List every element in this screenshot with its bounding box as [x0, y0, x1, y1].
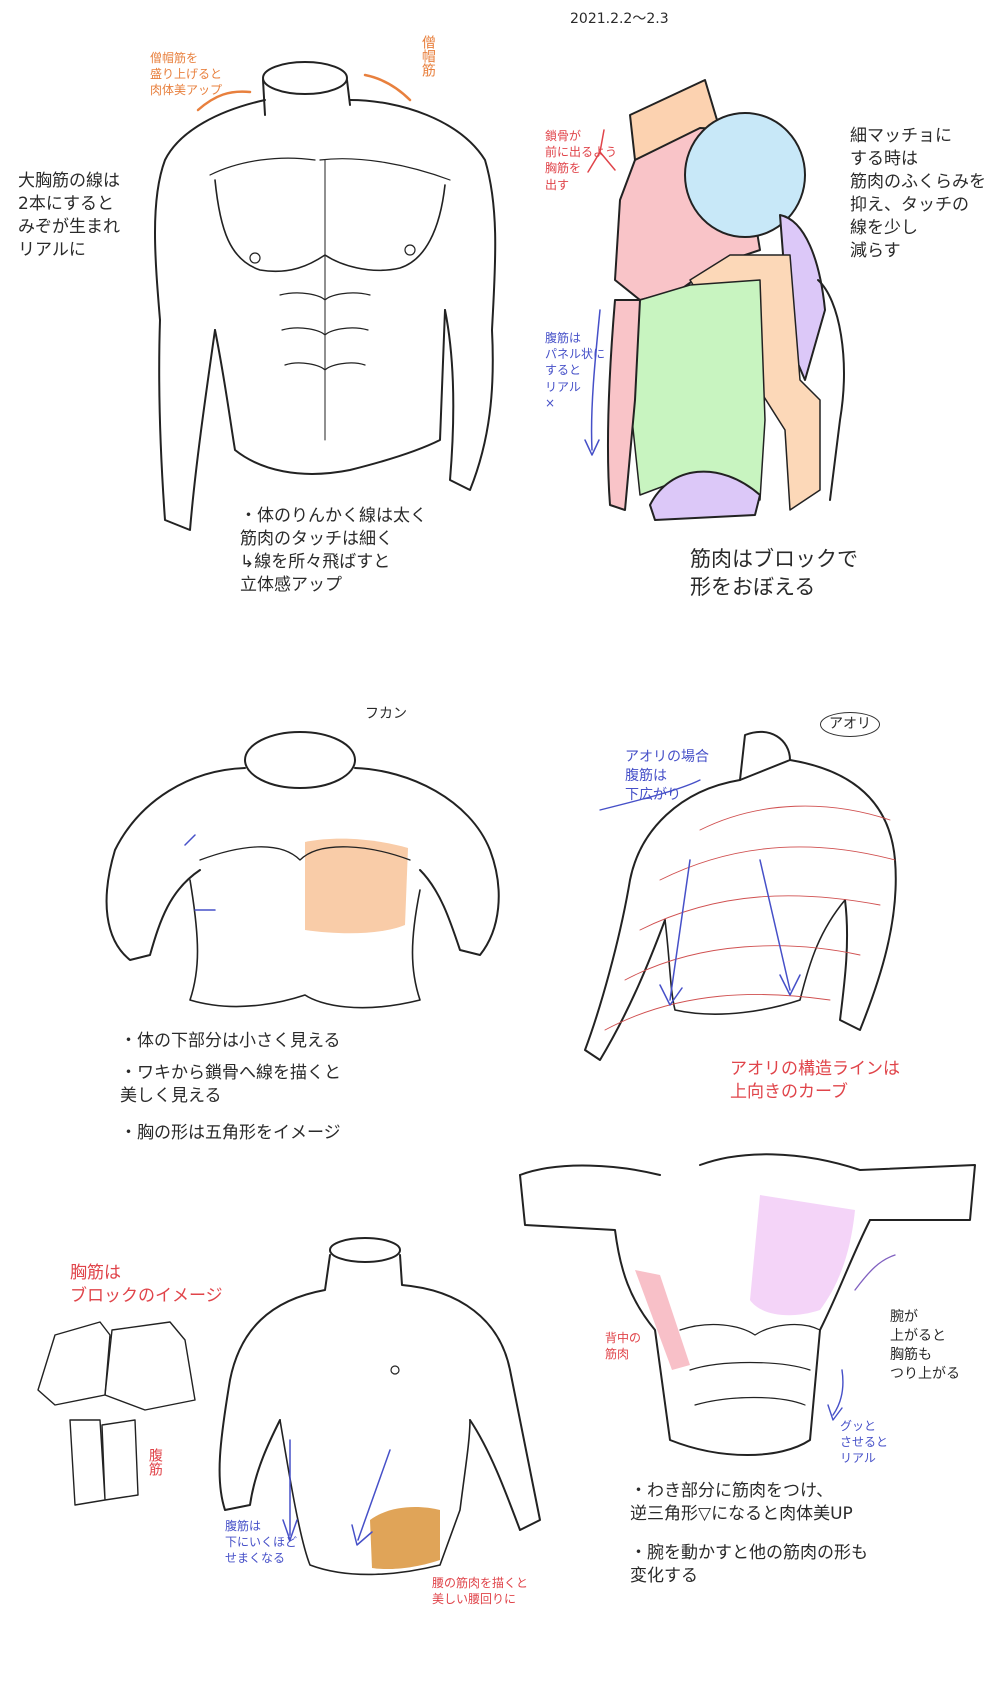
low-angle-abs-note: アオリの場合 腹筋は 下広がり: [625, 749, 709, 803]
back-muscle-note: 背中の 筋肉: [605, 1331, 642, 1362]
front-torso-sketch: [154, 61, 497, 531]
high-angle-note-3: ・胸の形は五角形をイメージ: [120, 1123, 341, 1143]
high-angle-note-2: ・ワキから鎖骨へ線を描くと 美しく見える: [120, 1063, 341, 1106]
colored-muscle-torso-sketch: [584, 79, 845, 521]
slim-muscle-note: 細マッチョに する時は 筋肉のふくらみを 抑え、タッチの 線を少し 減らす: [850, 126, 986, 261]
arm-raise-note: 腕が 上がると 胸筋も つり上がる: [890, 1309, 960, 1382]
abs-block-label: 腹筋: [146, 1448, 163, 1476]
tighten-note: グッと させると リアル: [840, 1419, 889, 1466]
waist-muscle-note: 腰の筋肉を描くと 美しい腰回りに: [432, 1576, 529, 1607]
trapezius-label: 僧帽筋: [419, 35, 436, 77]
date-label: 2021.2.2〜2.3: [570, 11, 669, 27]
arms-raised-torso-sketch: [519, 1153, 976, 1456]
low-angle-label: アオリ: [820, 712, 880, 737]
pectoral-line-note: 大胸筋の線は 2本にすると みぞが生まれ リアルに: [18, 171, 120, 260]
inverted-triangle-note: ・わき部分に筋肉をつけ、 逆三角形▽になると肉体美UP: [630, 1481, 853, 1524]
structure-line-note: アオリの構造ラインは 上向きのカーブ: [730, 1059, 900, 1102]
low-angle-torso-sketch: [584, 730, 897, 1061]
arm-movement-note: ・腕を動かすと他の筋肉の形も 変化する: [630, 1543, 868, 1586]
high-angle-torso-sketch: [105, 731, 500, 1009]
trapezius-note: 僧帽筋を 盛り上げると 肉体美アップ: [150, 51, 223, 98]
high-angle-note-1: ・体の下部分は小さく見える: [120, 1031, 341, 1051]
pectoral-block-diagram: [37, 1321, 196, 1506]
pectoral-block-note: 胸筋は ブロックのイメージ: [70, 1263, 223, 1306]
abs-panel-note: 腹筋は パネル状に すると リアル ×: [545, 331, 606, 410]
muscle-block-note: 筋肉はブロックで 形をおぼえる: [690, 547, 858, 600]
line-weight-notes: ・体のりんかく線は太く 筋肉のタッチは細く ↳線を所々飛ばすと 立体感アップ: [240, 506, 427, 595]
abs-narrow-note: 腹筋は 下にいくほど せまくなる: [225, 1519, 298, 1566]
clavicle-note: 鎖骨が 前に出るよう 胸筋を 出す: [545, 129, 618, 192]
high-angle-label: フカン: [365, 706, 407, 722]
front-torso-sketch-2: [218, 1237, 541, 1576]
